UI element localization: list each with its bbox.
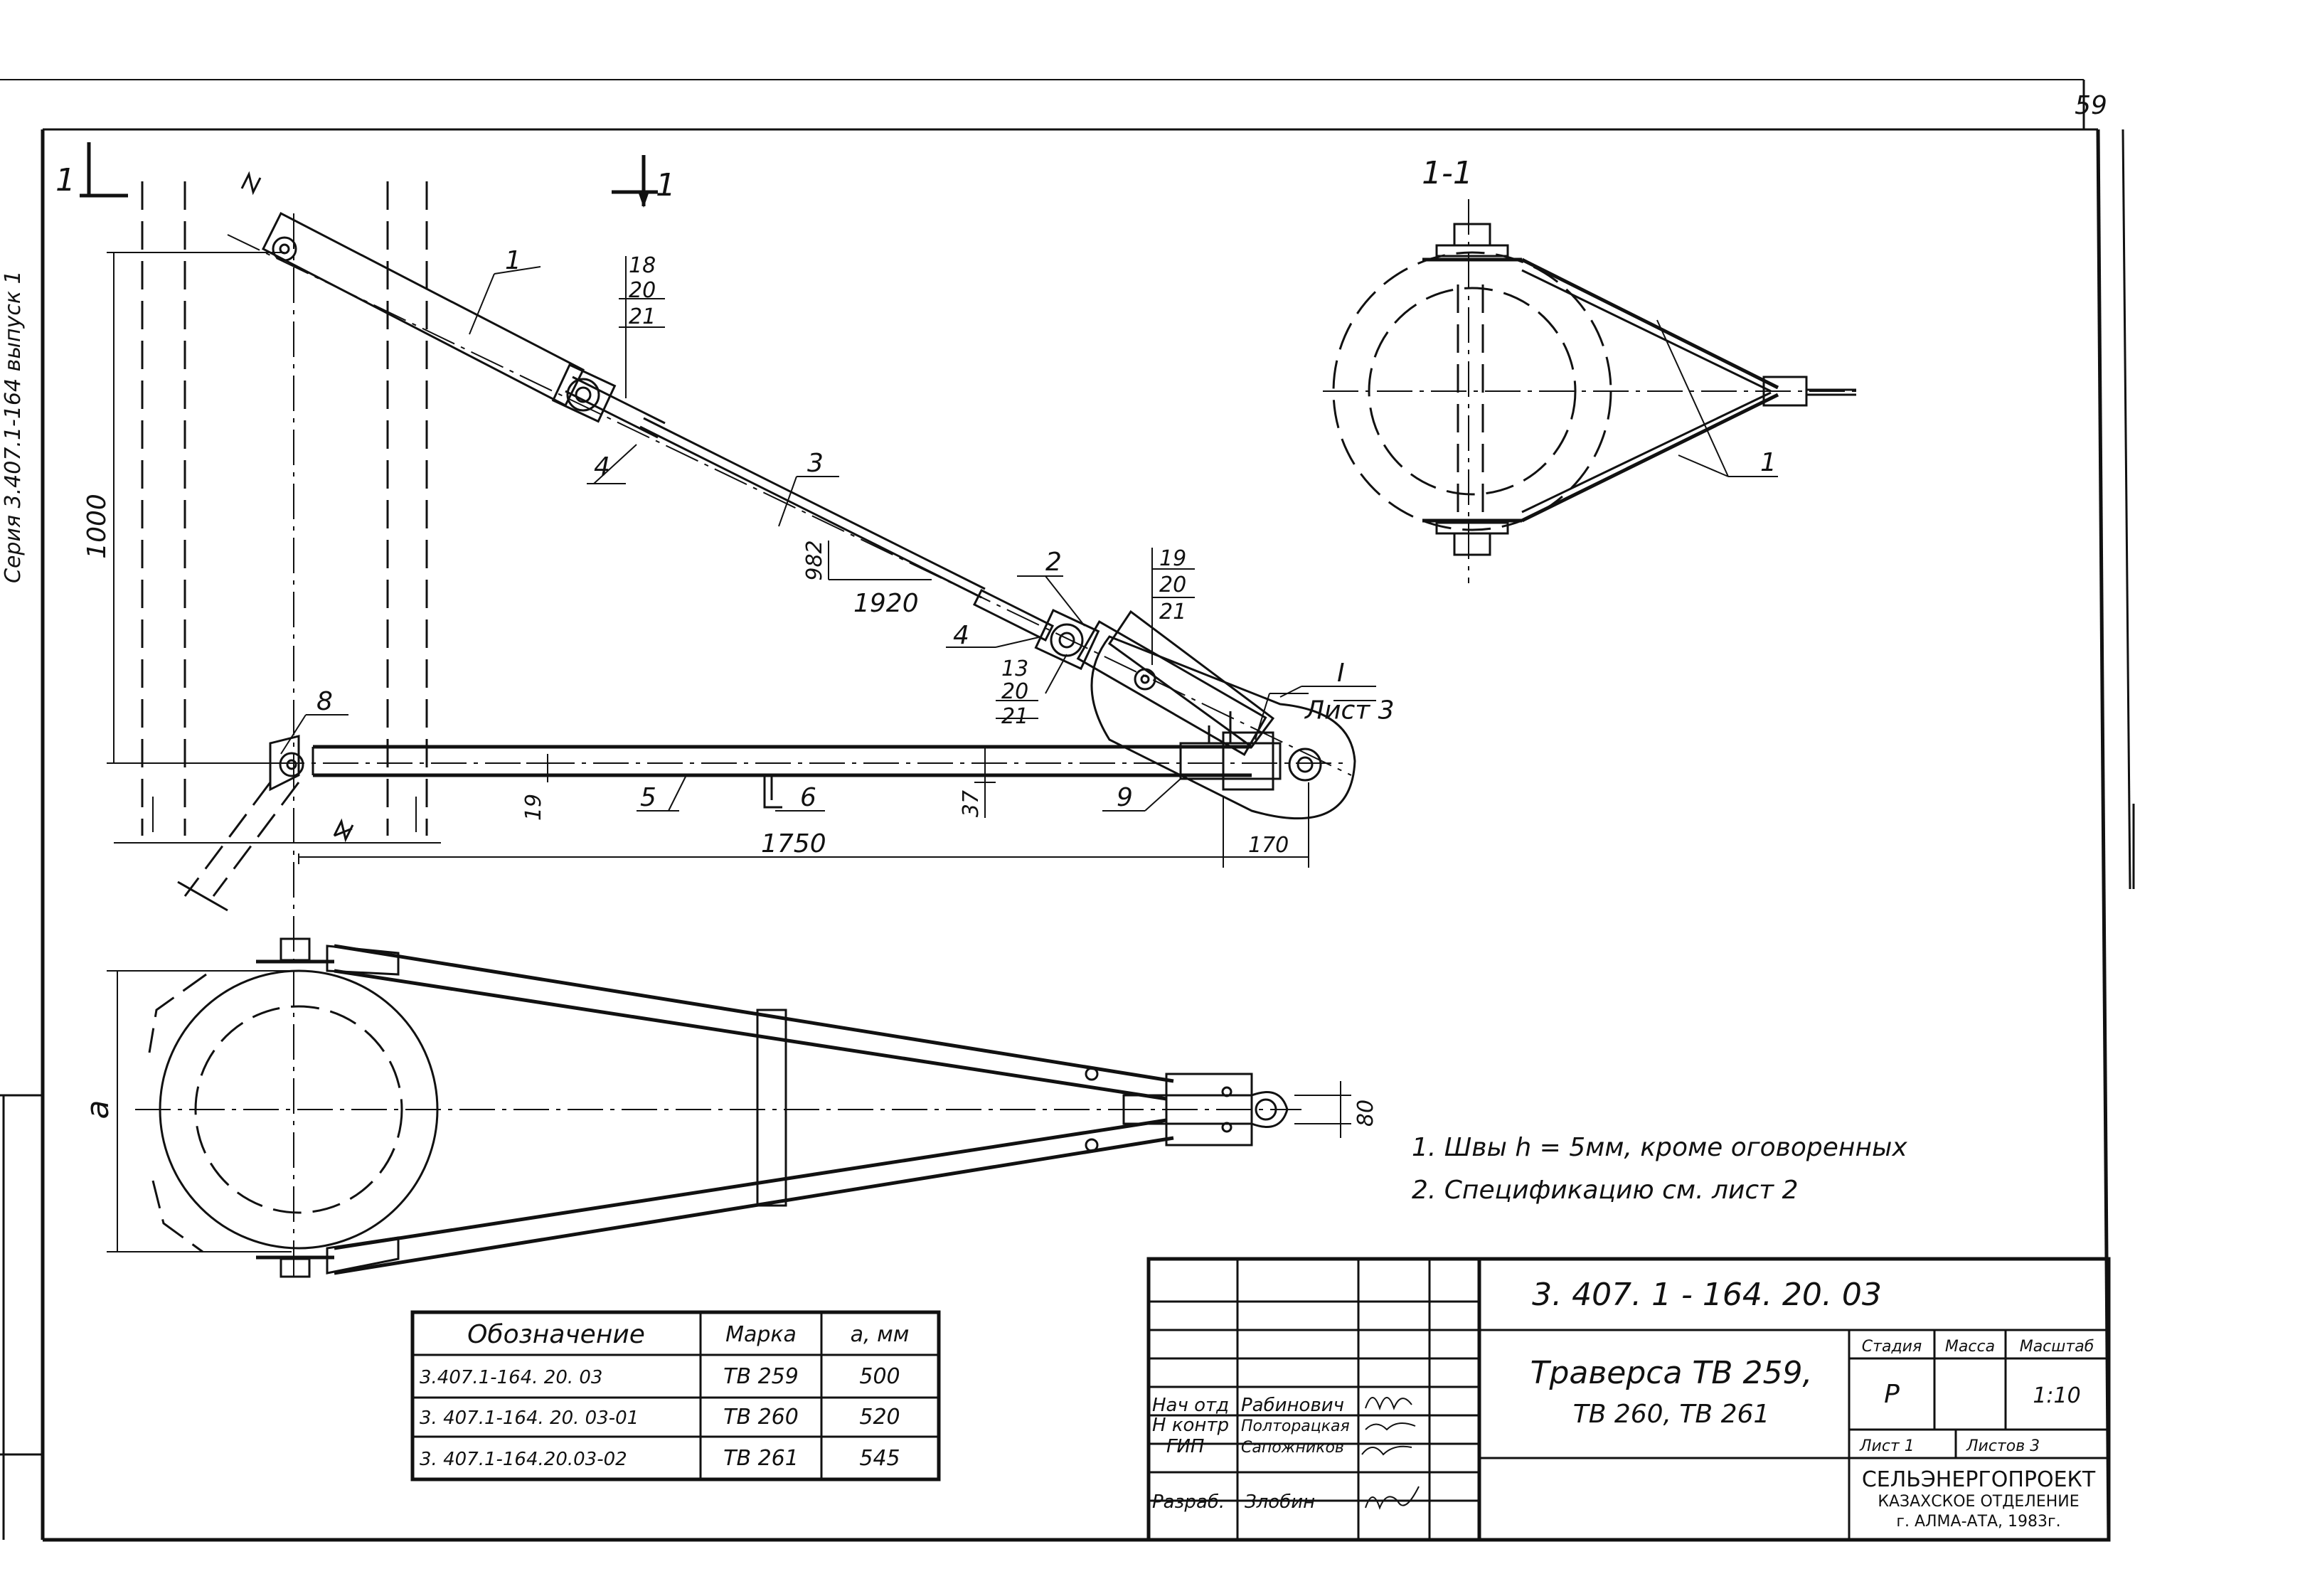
- signer-name-3: Сапожников: [1241, 1439, 1344, 1457]
- signer-role-2: Н контр: [1152, 1415, 1229, 1436]
- callout-4a: 4: [594, 452, 610, 482]
- table-header-a: a, мм: [851, 1322, 910, 1347]
- callout-2: 2: [1045, 548, 1062, 577]
- callout-20a: 20: [629, 278, 656, 303]
- dimension-982: 982: [802, 540, 827, 580]
- table-row-1-a: 500: [859, 1364, 900, 1389]
- table-row-1-designation: 3.407.1-164. 20. 03: [420, 1367, 602, 1388]
- note-2: 2. Спецификацию см. лист 2: [1412, 1176, 1799, 1205]
- dimension-37: 37: [959, 790, 984, 817]
- dimension-a: a: [80, 1100, 116, 1119]
- signer-name-2: Полторацкая: [1241, 1417, 1350, 1435]
- elevation-view: [107, 171, 1376, 1280]
- org-line2: КАЗАХСКОЕ ОТДЕЛЕНИЕ: [1878, 1493, 2079, 1511]
- callout-3: 3: [807, 449, 824, 478]
- dimension-lines: [107, 252, 1309, 868]
- callout-18: 18: [629, 253, 656, 278]
- callout-21a: 21: [629, 304, 656, 329]
- signer-name-1: Рабинович: [1241, 1395, 1344, 1416]
- variants-table: [410, 1310, 941, 1481]
- callout-9: 9: [1117, 783, 1133, 812]
- table-header-mark: Марка: [725, 1322, 797, 1347]
- org-line3: г. АЛМА-АТА, 1983г.: [1896, 1513, 2060, 1531]
- scale-label: Масштаб: [2020, 1338, 2094, 1356]
- table-header-designation: Обозначение: [467, 1320, 645, 1349]
- table-row-2-mark: ТВ 260: [723, 1405, 799, 1430]
- table-row-1-mark: ТВ 259: [723, 1364, 799, 1389]
- table-row-3-a: 545: [859, 1446, 900, 1471]
- note-1: 1. Швы h = 5мм, кроме оговоренных: [1412, 1133, 1907, 1162]
- callout-13: 13: [1001, 656, 1028, 681]
- signer-role-4: Разраб.: [1152, 1491, 1225, 1513]
- callout-20c: 20: [1001, 679, 1028, 704]
- sheets-label: Листов 3: [1966, 1437, 2040, 1455]
- scale-value: 1:10: [2033, 1383, 2080, 1408]
- section-mark-right-label: 1: [656, 167, 676, 203]
- sheet-corner-number: 59: [2075, 91, 2107, 120]
- mass-label: Масса: [1945, 1338, 1995, 1356]
- callout-19: 19: [1159, 546, 1186, 571]
- stage-value: Р: [1884, 1380, 1900, 1409]
- callout-20b: 20: [1159, 573, 1186, 597]
- doc-title-line1: Траверса ТВ 259,: [1530, 1355, 1813, 1391]
- callout-5: 5: [640, 783, 656, 812]
- callout-1-section: 1: [1760, 448, 1777, 477]
- section-1-1-view: [1323, 199, 1863, 583]
- signer-role-1: Нач отд: [1152, 1395, 1229, 1416]
- dimension-1750: 1750: [761, 829, 826, 858]
- doc-code: 3. 407. 1 - 164. 20. 03: [1532, 1277, 1882, 1313]
- table-row-2-designation: 3. 407.1-164. 20. 03-01: [420, 1408, 639, 1429]
- dimension-1000: 1000: [82, 494, 112, 559]
- doc-title-line2: ТВ 260, ТВ 261: [1573, 1400, 1770, 1429]
- sheet-frame: [0, 79, 2135, 1542]
- dimension-19: 19: [521, 794, 546, 821]
- signer-role-3: ГИП: [1166, 1436, 1205, 1457]
- callout-8: 8: [316, 687, 333, 716]
- side-series-text: Серия 3.407.1-164 выпуск 1: [1, 270, 26, 583]
- stage-label: Стадия: [1862, 1338, 1922, 1356]
- section-mark-left: [80, 142, 128, 198]
- callout-21c: 21: [1001, 704, 1028, 729]
- table-row-3-designation: 3. 407.1-164.20.03-02: [420, 1449, 627, 1470]
- org-line1: СЕЛЬЭНЕРГОПРОЕКТ: [1862, 1467, 2096, 1492]
- title-block: [1146, 1257, 2111, 1542]
- dimension-1920: 1920: [853, 589, 919, 618]
- signer-name-4: Злобин: [1245, 1491, 1315, 1513]
- section-mark-left-label: 1: [55, 162, 75, 198]
- plan-view: [107, 937, 1351, 1278]
- table-row-3-mark: ТВ 261: [723, 1446, 799, 1471]
- dimension-80: 80: [1353, 1100, 1378, 1127]
- sheet-label: Лист 1: [1859, 1437, 1915, 1455]
- dimension-170: 170: [1248, 833, 1289, 858]
- callout-6: 6: [800, 783, 816, 812]
- detail-mark: I: [1337, 659, 1345, 688]
- section-mark-right: [612, 155, 658, 208]
- detail-sheet-ref: Лист 3: [1304, 696, 1395, 725]
- callout-1-rod: 1: [505, 246, 521, 275]
- section-title: 1-1: [1422, 155, 1473, 191]
- callout-4b: 4: [953, 621, 969, 650]
- table-row-2-a: 520: [859, 1405, 900, 1430]
- callout-21b: 21: [1159, 600, 1186, 624]
